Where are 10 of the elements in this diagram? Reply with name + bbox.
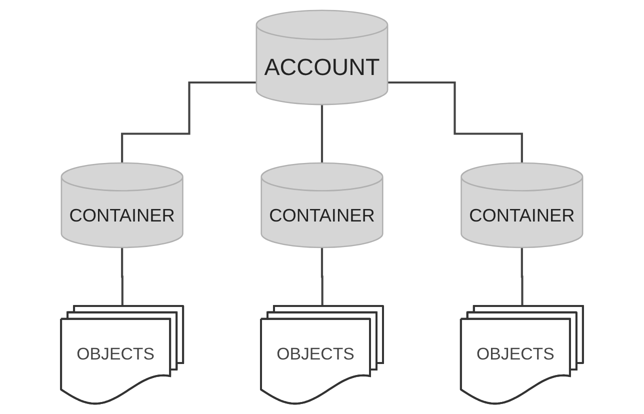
document-stack: OBJECTS (460, 304, 584, 405)
database-cylinder: CONTAINER (60, 162, 184, 248)
connector-line (121, 81, 256, 164)
database-cylinder: CONTAINER (260, 162, 384, 248)
database-cylinder: CONTAINER (460, 162, 584, 248)
connector-line (320, 104, 324, 164)
document-stack: OBJECTS (260, 304, 384, 405)
document-stack: OBJECTS (60, 304, 184, 405)
database-cylinder: ACCOUNT (256, 10, 388, 106)
connector-line (388, 81, 523, 164)
